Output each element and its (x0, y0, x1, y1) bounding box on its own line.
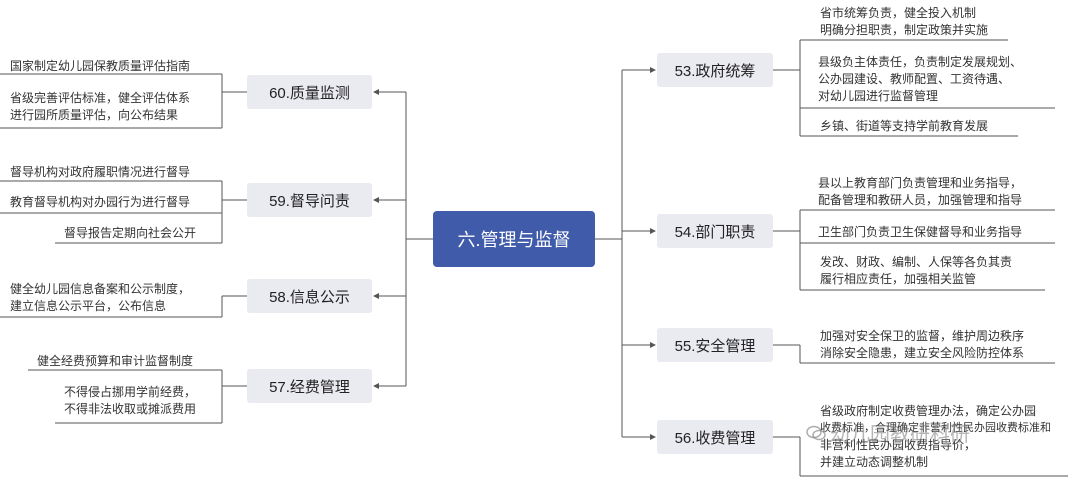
topic-government-coordination[interactable]: 53.政府统筹 (657, 53, 773, 87)
leaf-line: 发改、财政、编制、人保等各负其责 (820, 255, 1013, 269)
leaf-township-support[interactable]: 乡镇、街道等支持学前教育发展 (820, 118, 988, 135)
leaf-line: 建立信息公示平台，公布信息 (10, 299, 167, 313)
leaf-line: 督导报告定期向社会公开 (64, 226, 197, 240)
leaf-line: 非营利性民办园收费指导价， (820, 438, 977, 452)
leaf-line: 健全幼儿园信息备案和公示制度， (10, 282, 191, 296)
leaf-line: 省市统筹负责，健全投入机制 (820, 6, 977, 20)
leaf-fee-policy[interactable]: 省级政府制定收费管理办法，确定公办园 收费标准，合理确定非营利性民办园收费标准和… (820, 403, 1051, 471)
leaf-budget-audit[interactable]: 健全经费预算和审计监督制度 (37, 353, 193, 370)
leaf-school-supervision[interactable]: 教育督导机构对办园行为进行督导 (10, 194, 190, 211)
leaf-line: 不得非法收取或摊派费用 (64, 402, 197, 416)
leaf-line: 教育督导机构对办园行为进行督导 (10, 195, 191, 209)
leaf-health-department[interactable]: 卫生部门负责卫生保健督导和业务指导 (818, 224, 1022, 241)
leaf-education-department[interactable]: 县以上教育部门负责管理和业务指导， 配备管理和教研人员，加强管理和指导 (818, 175, 1022, 209)
leaf-line: 国家制定幼儿园保教质量评估指南 (10, 59, 191, 73)
leaf-line: 收费标准，合理确定非营利性民办园收费标准和 (820, 422, 1051, 434)
leaf-line: 配备管理和教研人员，加强管理和指导 (818, 193, 1023, 207)
leaf-line: 公办园建设、教师配置、工资待遇、 (818, 72, 1011, 86)
leaf-line: 并建立动态调整机制 (820, 455, 929, 469)
leaf-line: 省级完善评估标准，健全评估体系 (10, 91, 191, 105)
leaf-other-departments[interactable]: 发改、财政、编制、人保等各负其责 履行相应责任，加强相关监管 (820, 254, 1012, 288)
leaf-line: 健全经费预算和审计监督制度 (37, 354, 194, 368)
leaf-line: 消除安全隐患，建立安全风险防控体系 (820, 346, 1025, 360)
leaf-line: 县级负主体责任，负责制定发展规划、 (818, 55, 1023, 69)
topic-department-duties[interactable]: 54.部门职责 (657, 214, 773, 248)
topic-supervision-accountability[interactable]: 59.督导问责 (247, 183, 372, 217)
topic-safety-management[interactable]: 55.安全管理 (657, 328, 773, 362)
topic-funds-management[interactable]: 57.经费管理 (247, 369, 372, 403)
leaf-line: 卫生部门负责卫生保健督导和业务指导 (818, 225, 1023, 239)
leaf-government-supervision[interactable]: 督导机构对政府履职情况进行督导 (10, 164, 190, 181)
leaf-national-guideline[interactable]: 国家制定幼儿园保教质量评估指南 (10, 58, 190, 75)
leaf-line: 明确分担职责，制定政策并实施 (820, 23, 989, 37)
leaf-no-misuse[interactable]: 不得侵占挪用学前经费， 不得非法收取或摊派费用 (64, 384, 196, 418)
leaf-provincial-coordination[interactable]: 省市统筹负责，健全投入机制 明确分担职责，制定政策并实施 (820, 5, 988, 39)
leaf-line: 对幼儿园进行监督管理 (818, 89, 939, 103)
watermark: 幼儿园教研科研 (806, 418, 970, 447)
watermark-text: 幼儿园教研科研 (830, 424, 970, 446)
leaf-line: 进行园所质量评估，向公布结果 (10, 108, 179, 122)
leaf-line: 乡镇、街道等支持学前教育发展 (820, 119, 989, 133)
topic-fee-management[interactable]: 56.收费管理 (657, 420, 773, 454)
leaf-report-publication[interactable]: 督导报告定期向社会公开 (64, 225, 196, 242)
leaf-line: 履行相应责任，加强相关监管 (820, 272, 977, 286)
leaf-line: 督导机构对政府履职情况进行督导 (10, 165, 191, 179)
root-topic[interactable]: 六.管理与监督 (433, 211, 595, 267)
leaf-county-responsibility[interactable]: 县级负主体责任，负责制定发展规划、 公办园建设、教师配置、工资待遇、 对幼儿园进… (818, 54, 1022, 105)
topic-quality-monitoring[interactable]: 60.质量监测 (247, 75, 372, 109)
leaf-info-disclosure-system[interactable]: 健全幼儿园信息备案和公示制度， 建立信息公示平台，公布信息 (10, 281, 190, 315)
wechat-icon (806, 425, 826, 440)
leaf-provincial-evaluation[interactable]: 省级完善评估标准，健全评估体系 进行园所质量评估，向公布结果 (10, 90, 190, 124)
leaf-safety-supervision[interactable]: 加强对安全保卫的监督，维护周边秩序 消除安全隐患，建立安全风险防控体系 (820, 328, 1024, 362)
topic-information-disclosure[interactable]: 58.信息公示 (247, 279, 372, 313)
leaf-line: 不得侵占挪用学前经费， (64, 385, 197, 399)
leaf-line: 县以上教育部门负责管理和业务指导， (818, 176, 1023, 190)
leaf-line: 加强对安全保卫的监督，维护周边秩序 (820, 329, 1025, 343)
leaf-line: 省级政府制定收费管理办法，确定公办园 (820, 404, 1037, 418)
